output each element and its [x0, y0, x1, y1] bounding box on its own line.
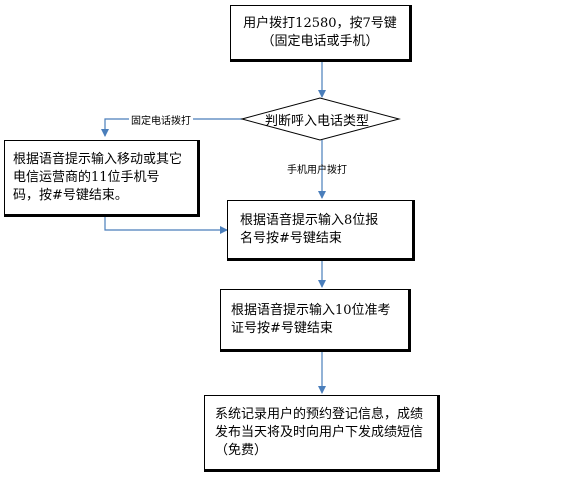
edge-landline-to-reg [104, 217, 228, 234]
landline-edge-label: 固定电话拨打 [129, 112, 193, 127]
landline-input-text: 根据语音提示输入移动或其它电信运营商的11位手机号码，按#号键结束。 [13, 151, 183, 203]
edge-decision-to-landline [101, 118, 242, 137]
admission-input-text: 根据语音提示输入10位准考证号按#号键结束 [231, 302, 391, 336]
start-line-1: 用户拨打12580，按7号键 [243, 15, 397, 31]
landline-input-node: 根据语音提示输入移动或其它电信运营商的11位手机号码，按#号键结束。 [4, 140, 200, 217]
start-line-2: （固定电话或手机） [261, 33, 379, 49]
result-text: 系统记录用户的预约登记信息，成绩发布当天将及时向用户下发成绩短信（免费） [215, 406, 424, 458]
admission-input-node: 根据语音提示输入10位准考证号按#号键结束 [220, 289, 411, 352]
registration-input-node: 根据语音提示输入8位报名号按#号键结束 [227, 200, 415, 261]
decision-label: 判断呼入电话类型 [265, 114, 370, 129]
start-node: 用户拨打12580，按7号键 （固定电话或手机） [230, 5, 412, 62]
mobile-edge-label: 手机用户拨打 [287, 165, 347, 176]
registration-input-text: 根据语音提示输入8位报名号按#号键结束 [240, 212, 379, 246]
result-node: 系统记录用户的预约登记信息，成绩发布当天将及时向用户下发成绩短信（免费） [204, 395, 440, 472]
decision-diamond [240, 97, 401, 141]
